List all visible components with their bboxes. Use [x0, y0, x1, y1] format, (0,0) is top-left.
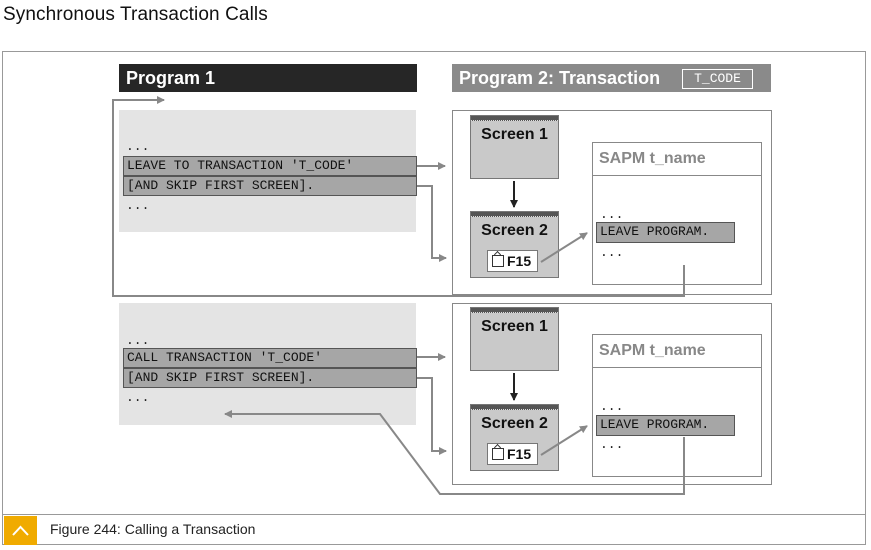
figure-caption: Figure 244: Calling a Transaction	[3, 514, 865, 545]
f15-label: F15	[507, 253, 532, 269]
arrow-return-top	[112, 96, 685, 297]
exit-icon	[492, 448, 504, 460]
program1-header: Program 1	[119, 64, 417, 92]
call-transaction-line: CALL TRANSACTION 'T_CODE'	[123, 348, 417, 368]
sapm-dots: ...	[600, 399, 624, 414]
leave-program-line: LEAVE PROGRAM.	[596, 415, 735, 436]
sapm-dots: ...	[600, 437, 624, 452]
arrow-skip-screen2-bottom	[417, 377, 447, 455]
leave-to-transaction-line: LEAVE TO TRANSACTION 'T_CODE'	[123, 156, 417, 176]
caption-text: Figure 244: Calling a Transaction	[50, 521, 256, 537]
code-dots: ...	[126, 390, 150, 405]
chevron-up-icon[interactable]	[4, 516, 37, 545]
screen2-label: Screen 2	[481, 415, 548, 432]
exit-icon	[492, 255, 504, 267]
program2-header-label: Program 2: Transaction	[459, 68, 661, 88]
sapm-box-bottom: SAPM t_name	[592, 334, 762, 477]
leave-program-line: LEAVE PROGRAM.	[596, 222, 735, 243]
sapm-dots: ...	[600, 207, 624, 222]
arrow-skip-screen2-top	[417, 185, 447, 262]
code-dots: ...	[126, 139, 150, 154]
screen1-top: Screen 1	[470, 115, 559, 179]
skip-first-screen-line: [AND SKIP FIRST SCREEN].	[123, 176, 417, 196]
code-dots: ...	[126, 333, 150, 348]
screen2-label: Screen 2	[481, 222, 548, 239]
sapm-title: SAPM t_name	[593, 335, 761, 368]
sapm-dots: ...	[600, 245, 624, 260]
sapm-box-top: SAPM t_name	[592, 142, 762, 285]
tcode-label: T_CODE	[682, 69, 753, 89]
page-title: Synchronous Transaction Calls	[3, 4, 268, 25]
figure-frame	[2, 51, 866, 545]
arrow-return-bottom	[224, 410, 685, 495]
sapm-title: SAPM t_name	[593, 143, 761, 176]
arrow-f15-leave-bottom	[540, 425, 588, 456]
screen1-label: Screen 1	[481, 318, 548, 335]
program2-header: Program 2: Transaction	[452, 64, 771, 92]
screen1-bottom: Screen 1	[470, 307, 559, 371]
screen1-label: Screen 1	[481, 126, 548, 143]
code-dots: ...	[126, 198, 150, 213]
skip-first-screen-line: [AND SKIP FIRST SCREEN].	[123, 368, 417, 388]
f15-label: F15	[507, 446, 532, 462]
f15-button-top: F15	[487, 250, 538, 272]
arrow-f15-leave-top	[540, 232, 588, 263]
f15-button-bottom: F15	[487, 443, 538, 465]
